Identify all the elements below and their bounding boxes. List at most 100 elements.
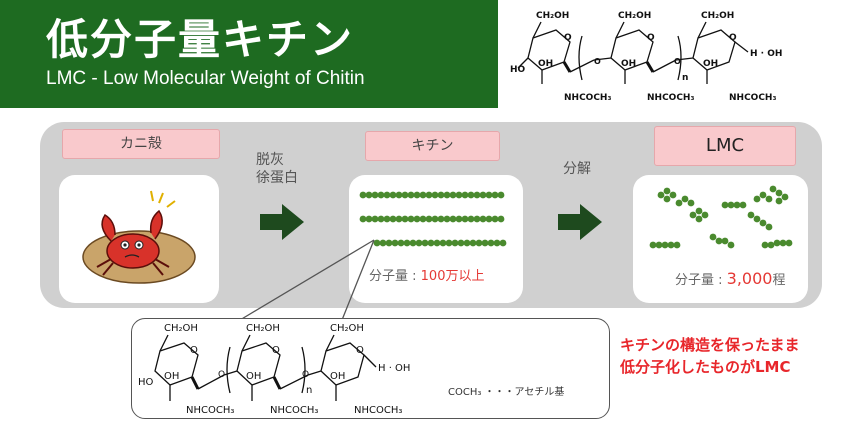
lmc-mw-prefix: 分子量 : (675, 273, 727, 288)
lmc-bead (695, 215, 703, 223)
lmc-bead (769, 185, 777, 193)
chitin-bead (425, 191, 433, 199)
lmc-bead (721, 237, 729, 245)
chitin-bead (433, 239, 441, 247)
chitin-bead (383, 215, 391, 223)
chitin-bead (461, 191, 469, 199)
chitin-bead (401, 215, 409, 223)
chitin-bead (431, 215, 439, 223)
acetyl-group-note: COCH₃ ・・・アセチル基 (448, 387, 565, 398)
step2-text: 分解 (563, 161, 591, 177)
chitin-bead (413, 191, 421, 199)
lmc-bead (689, 211, 697, 219)
lmc-bead (667, 241, 675, 249)
structure-detail-box: CH₂OH CH₂OH CH₂OH O O O OH OH OH HO H · … (131, 318, 610, 419)
lmc-bead (649, 241, 657, 249)
ring1-ch2oh: CH₂OH (536, 11, 569, 21)
lmc-bead (675, 199, 683, 207)
b-ring2-o: O (272, 345, 280, 356)
lmc-bead (709, 233, 717, 241)
b-ring1-oh: OH (164, 371, 179, 382)
chitin-bead (487, 239, 495, 247)
chitin-bead (449, 191, 457, 199)
chitin-bead (437, 191, 445, 199)
chitin-bead (439, 239, 447, 247)
step1-line1: 脱灰 (256, 152, 284, 168)
ring1-ho: HO (510, 65, 526, 75)
chitin-bead (481, 239, 489, 247)
chitin-bead (413, 215, 421, 223)
chitin-bead (467, 215, 475, 223)
arrow-right-icon (260, 204, 304, 240)
lmc-fragments-illustration (649, 185, 793, 249)
chitin-bead (371, 215, 379, 223)
lmc-bead (663, 187, 671, 195)
crab-shell-label: カニ殻 (62, 129, 220, 159)
chitin-card: 分子量 : 100万以上 (349, 175, 523, 303)
chitin-bead (473, 215, 481, 223)
chitin-bead (431, 191, 439, 199)
lmc-bead (759, 219, 767, 227)
ring3-ch2oh: CH₂OH (701, 11, 734, 21)
lmc-bead (775, 197, 783, 205)
b-ring1-ch2oh: CH₂OH (164, 323, 198, 334)
step1-text: 脱灰 徐蛋白 (256, 151, 298, 187)
chitin-structure-diagram-top: CH₂OH CH₂OH CH₂OH O O O OH OH OH HO H · … (510, 11, 782, 103)
chitin-mw-prefix: 分子量 : (369, 269, 421, 284)
chitin-bead (473, 191, 481, 199)
crab-card (59, 175, 219, 303)
lmc-bead (657, 191, 665, 199)
chitin-bead (395, 191, 403, 199)
b-link-o-2: O (302, 370, 309, 380)
chitin-bead (359, 191, 367, 199)
note-line1: キチンの構造を保ったまま (620, 336, 800, 354)
ring1-oh: OH (538, 59, 553, 69)
lmc-bead (753, 215, 761, 223)
b-terminal-h-oh: H · OH (378, 363, 410, 374)
b-ring3-oh: OH (330, 371, 345, 382)
ring3-oh: OH (703, 59, 718, 69)
chitin-structure-diagram-bottom: CH₂OH CH₂OH CH₂OH O O O OH OH OH HO H · … (138, 323, 410, 416)
lmc-description-note: キチンの構造を保ったまま 低分子化したものがLMC (620, 334, 800, 378)
lmc-label: LMC (654, 126, 796, 166)
chitin-bead (479, 215, 487, 223)
lmc-bead (733, 201, 741, 209)
b-repeat-n: n (306, 385, 312, 396)
chitin-bead (419, 215, 427, 223)
chitin-bead (455, 191, 463, 199)
chitin-chain-illustration (359, 191, 507, 247)
chitin-bead (467, 191, 475, 199)
chitin-bead (379, 239, 387, 247)
lmc-bead (773, 239, 781, 247)
lmc-bead (673, 241, 681, 249)
chitin-label: キチン (365, 131, 500, 161)
chitin-bead (377, 215, 385, 223)
b-ring1-ho: HO (138, 377, 154, 388)
chitin-bead (421, 239, 429, 247)
chitin-bead (391, 239, 399, 247)
lmc-bead (661, 241, 669, 249)
chitin-bead (479, 191, 487, 199)
b-ring2-oh: OH (246, 371, 261, 382)
link-o-1: O (594, 57, 601, 66)
b-ring3-nhcoch3: NHCOCH₃ (354, 405, 402, 416)
b-ring2-ch2oh: CH₂OH (246, 323, 280, 334)
chitin-molecular-weight: 分子量 : 100万以上 (369, 265, 484, 284)
lmc-bead (765, 223, 773, 231)
ring3-o: O (729, 33, 737, 43)
chitin-bead (415, 239, 423, 247)
chitin-bead (389, 215, 397, 223)
lmc-bead (767, 241, 775, 249)
chitin-bead (389, 191, 397, 199)
chitin-bead (373, 239, 381, 247)
lmc-bead (765, 195, 773, 203)
chitin-bead (445, 239, 453, 247)
b-ring3-ch2oh: CH₂OH (330, 323, 364, 334)
lmc-bead (669, 191, 677, 199)
lmc-card: 分子量 : 3,000程 (633, 175, 808, 303)
lmc-bead (681, 195, 689, 203)
chitin-bead (395, 215, 403, 223)
chitin-bead (397, 239, 405, 247)
chitin-bead (497, 215, 505, 223)
arrow-right-icon-2 (558, 204, 602, 240)
